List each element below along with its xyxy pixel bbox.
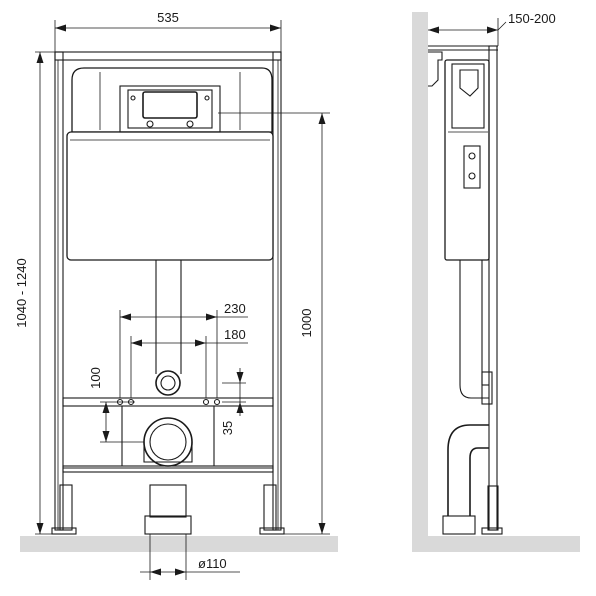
dim-frame-width: 535 <box>54 10 282 52</box>
dim-frame-height: 1040 - 1240 <box>14 51 55 535</box>
flush-pipe <box>155 260 182 396</box>
depth-label: 150-200 <box>508 11 556 26</box>
wall-side <box>412 12 428 540</box>
dim-bolt-spacing-outer: 230 <box>119 301 248 398</box>
side-view <box>428 45 503 535</box>
cistern <box>66 67 274 261</box>
dim-depth: 150-200 <box>428 11 556 46</box>
dim-bolt-offset: 35 <box>220 368 246 435</box>
cistern-height-label: 1000 <box>299 309 314 338</box>
pipe-diameter-label: ø110 <box>198 556 227 571</box>
floor-side <box>412 536 580 552</box>
bolt-offset-label: 35 <box>220 421 235 435</box>
frame-width-label: 535 <box>157 10 179 25</box>
drain-connection <box>143 417 193 535</box>
bolt-spacing-outer-label: 230 <box>224 301 246 316</box>
drain-height-label: 100 <box>88 367 103 389</box>
frame-height-label: 1040 - 1240 <box>14 258 29 327</box>
floor-front <box>20 536 338 552</box>
dim-drain-height: 100 <box>88 367 144 443</box>
dim-cistern-height: 1000 <box>218 112 330 535</box>
dim-bolt-spacing-inner: 180 <box>130 327 248 398</box>
dim-pipe-diameter: ø110 <box>140 534 240 580</box>
bolt-spacing-inner-label: 180 <box>224 327 246 342</box>
